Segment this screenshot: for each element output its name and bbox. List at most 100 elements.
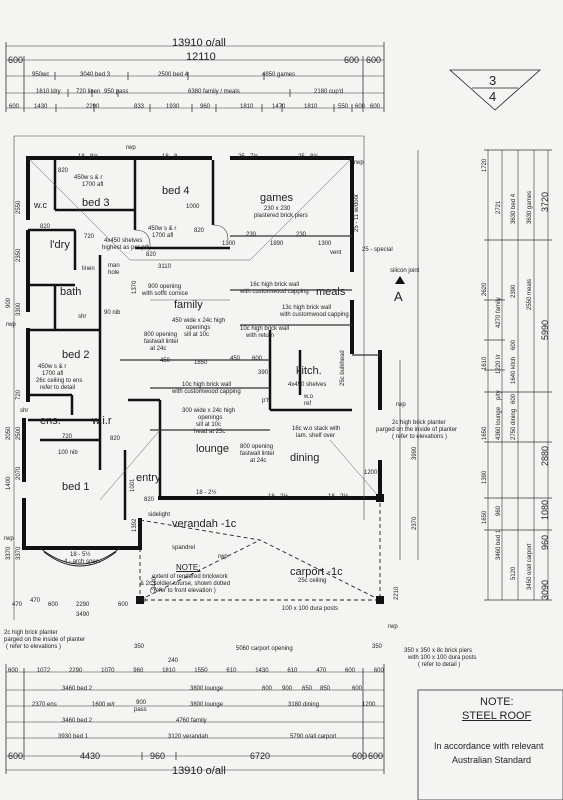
note-ref: ref bbox=[304, 401, 312, 407]
note-450a: 450w s & r bbox=[74, 175, 103, 181]
note-2290x: 2290 bbox=[76, 602, 90, 608]
dim-2500-bed4: 2500 bed 4 bbox=[158, 72, 189, 78]
note-820e: 820 bbox=[110, 436, 121, 442]
bd-240: 240 bbox=[168, 658, 179, 664]
note-450c: 450 bbox=[160, 358, 171, 364]
sheet-number-triangle bbox=[448, 69, 542, 111]
note-25-11: 25 - 11 w/door bbox=[354, 194, 360, 232]
note-wall16b: with customwood capping bbox=[240, 289, 309, 295]
bd-r1-10: 470 bbox=[316, 668, 327, 674]
note-rwp3: rwp bbox=[6, 322, 16, 328]
rd-l5: 720 bbox=[16, 389, 22, 400]
note-shr: shr bbox=[78, 314, 87, 320]
note-470a: 470 bbox=[12, 602, 23, 608]
note-1700b: 1700 afl bbox=[152, 233, 174, 239]
note-spandrel: spandrel bbox=[172, 545, 196, 551]
bd-r1-12: 600 bbox=[373, 668, 384, 674]
bd-r1-7: 610 bbox=[226, 668, 237, 674]
note-100nib: 100 nib bbox=[58, 450, 78, 456]
right-dimension-lines bbox=[399, 149, 552, 601]
rd-l2: 2350 bbox=[16, 248, 22, 262]
rd-e4: 960 bbox=[540, 534, 550, 550]
bd-r1-3: 1070 bbox=[101, 668, 115, 674]
note-op800-1: 800 opening bbox=[144, 332, 178, 338]
note-op300-2: openings bbox=[198, 415, 223, 421]
note-wall13b: with customwood capping bbox=[280, 312, 349, 318]
bd-r2e: 650 bbox=[302, 686, 313, 692]
dim-950-pass: 950 pass bbox=[104, 89, 129, 95]
rd-l3: 3300 bbox=[16, 302, 22, 316]
room-family: family bbox=[174, 299, 203, 311]
rd-g3: 2210 bbox=[394, 586, 400, 600]
note-refer: refer to detail bbox=[40, 385, 76, 391]
note-4x450: 4x450 shelves bbox=[104, 238, 143, 244]
dim-d833: 833 bbox=[134, 104, 145, 110]
dim-d550: 550 bbox=[338, 104, 349, 110]
title-accordance: In accordance with relevant bbox=[434, 741, 544, 751]
note-18-2a: 18 - 2½ bbox=[196, 490, 217, 496]
rd-b2: 4270 family bbox=[496, 297, 502, 328]
note-rwp2: rwp bbox=[354, 160, 364, 166]
rd-l4: 900 bbox=[6, 297, 12, 308]
note-1392: 1392 bbox=[132, 518, 138, 532]
note-vent: vent bbox=[330, 250, 342, 256]
dim-12110: 12110 bbox=[186, 51, 216, 63]
note-wall10c: 10c high brick wall bbox=[182, 382, 232, 388]
rd-g1: 3990 bbox=[412, 446, 418, 460]
note-1370: 1370 bbox=[132, 280, 138, 294]
note-25ceil: 25c ceiling bbox=[298, 578, 327, 584]
note-720b: 720 bbox=[62, 434, 73, 440]
rd-b3: 2390 bbox=[511, 284, 517, 298]
note-25bh: 25c bulkhead bbox=[340, 350, 346, 386]
note-25-7: 25 - 7¾ bbox=[238, 154, 259, 160]
note-planter3: ( refer to elevations ) bbox=[392, 434, 448, 440]
note-planter1: 2c high brick planter bbox=[392, 420, 446, 426]
note-wall16a: 16c high brick wall bbox=[250, 282, 300, 288]
dim-600-left: 600 bbox=[8, 55, 24, 65]
note-18-5: 18 - 5½ bbox=[70, 552, 91, 558]
rd-l7: 2050 bbox=[6, 426, 12, 440]
note-720a: 720 bbox=[84, 234, 95, 240]
bd-r1-5: 1810 bbox=[162, 668, 176, 674]
bd-r3a: 2370 ens bbox=[32, 702, 57, 708]
note-1200a: 1200 bbox=[364, 470, 378, 476]
note-plastered: plastered brick piers bbox=[254, 213, 308, 219]
room-lounge: lounge bbox=[196, 443, 230, 455]
note-planterB3: ( refer to elevations ) bbox=[6, 644, 62, 650]
rd-f1: 1650 bbox=[482, 510, 488, 524]
room-ldry: l'dry bbox=[50, 239, 70, 251]
rd-b1: 2620 bbox=[482, 282, 488, 296]
note-600x: 600 bbox=[48, 602, 59, 608]
dim-d600c: 600 bbox=[370, 104, 381, 110]
note-470c: 470 bbox=[136, 598, 147, 604]
bd-r1-2: 2290 bbox=[68, 668, 83, 674]
rd-c5: 1640 kitch bbox=[511, 356, 517, 384]
note-230x230: 230 x 230 bbox=[264, 206, 291, 212]
rd-d3: 2750 dining bbox=[511, 408, 517, 440]
bd-r3d: pass bbox=[134, 707, 147, 713]
rd-g4: 3440 bbox=[152, 576, 158, 590]
dim-600-right: 600 bbox=[344, 55, 360, 65]
carport-posts bbox=[136, 494, 384, 604]
note-470b: 470 bbox=[30, 598, 41, 604]
rd-e2: 960 bbox=[496, 505, 502, 516]
rd-c4: p/ty bbox=[496, 390, 502, 400]
note-op800b-2: fastwall lintel bbox=[240, 451, 275, 457]
room-entry: entry bbox=[136, 472, 161, 484]
dim-1610-ldry: 1610 ldry bbox=[36, 89, 61, 95]
note-op300-4: head at 25c bbox=[194, 429, 226, 435]
bed1-bay-window bbox=[39, 547, 121, 567]
note-extent2: & 2c soldier course, shown dotted bbox=[140, 581, 231, 587]
note-390: 390 bbox=[258, 370, 269, 376]
rd-f5: 3090 bbox=[540, 579, 550, 600]
note-op800b-3: at 24c bbox=[250, 458, 267, 464]
dim-2180-cupd: 2180 cup'd bbox=[314, 89, 344, 95]
rd-a2: 2721 bbox=[496, 200, 502, 214]
note-sidelight: sidelight bbox=[148, 512, 171, 518]
note-soffit2: with soffit cornice bbox=[142, 291, 188, 297]
sheet-number: 3 bbox=[489, 73, 497, 88]
rd-a1: 1720 bbox=[482, 158, 488, 172]
rd-c1: 1610 bbox=[482, 356, 488, 370]
dim-600-right2: 600 bbox=[366, 55, 382, 65]
note-planterB1: 2c high brick planter bbox=[4, 630, 58, 636]
